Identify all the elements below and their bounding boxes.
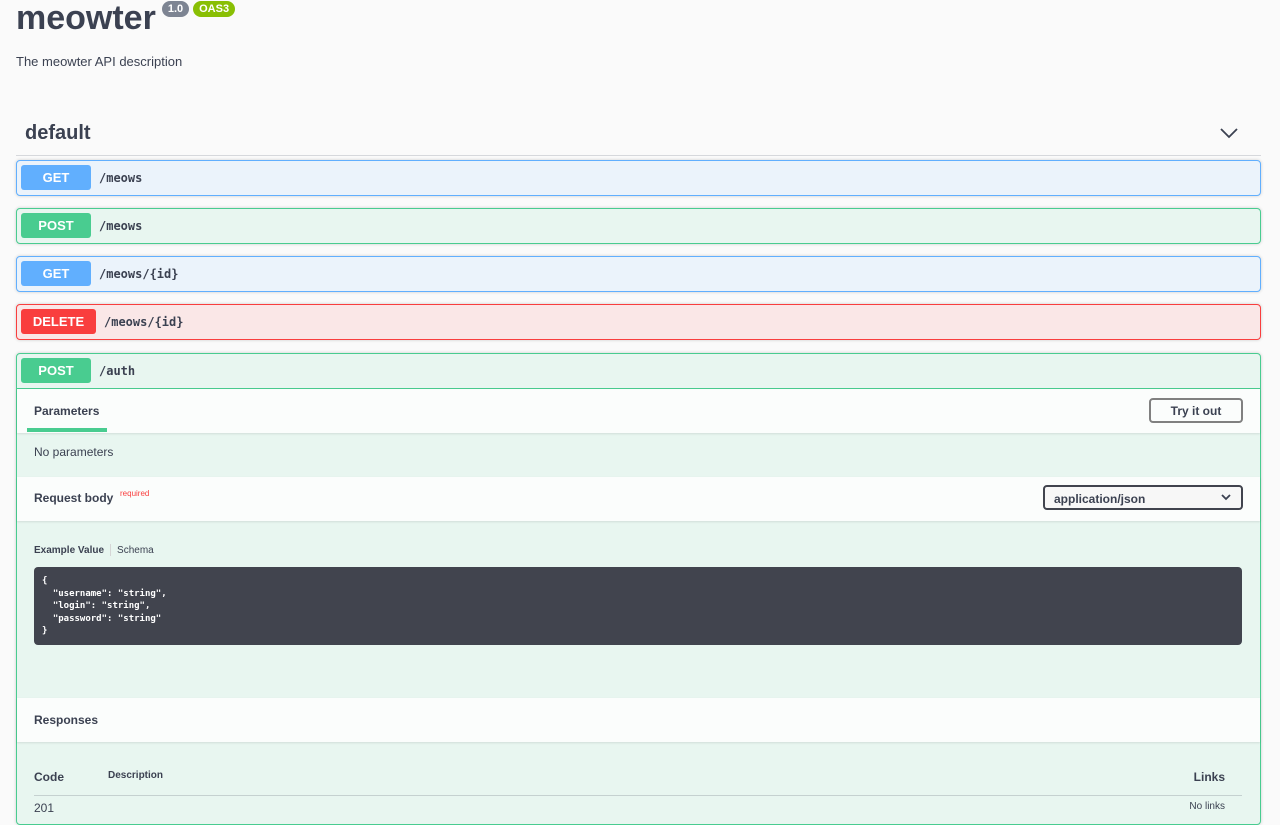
request-body-title: Request body xyxy=(34,491,114,505)
content-type-value: application/json xyxy=(1054,492,1146,506)
responses-header xyxy=(17,698,1260,742)
operation-path: /meows/{id} xyxy=(104,315,184,329)
api-description: The meowter API description xyxy=(16,54,183,69)
operation-get-meow-by-id[interactable]: GET /meows/{id} xyxy=(16,256,1261,292)
tab-parameters[interactable]: Parameters xyxy=(34,404,100,418)
responses-title: Responses xyxy=(34,713,99,727)
info-header: meowter 1.0 OAS3 xyxy=(16,0,236,37)
column-header-description: Description xyxy=(108,770,164,781)
version-badge: 1.0 xyxy=(161,1,190,17)
method-badge: POST xyxy=(21,213,91,238)
operation-get-meows[interactable]: GET /meows xyxy=(16,160,1261,196)
tab-divider xyxy=(110,544,112,556)
parameters-header: Parameters Try it out xyxy=(17,389,1260,433)
method-badge: GET xyxy=(21,165,91,190)
method-badge: DELETE xyxy=(21,309,96,334)
content-type-select[interactable]: application/json xyxy=(1043,485,1243,510)
operation-post-auth: POST /auth Parameters Try it out No para… xyxy=(16,353,1261,825)
tab-schema[interactable]: Schema xyxy=(117,544,154,556)
table-divider xyxy=(34,795,1242,796)
api-title: meowter xyxy=(16,0,156,37)
operation-delete-meow-by-id[interactable]: DELETE /meows/{id} xyxy=(16,304,1261,340)
method-badge: POST xyxy=(21,358,91,383)
operation-post-meows[interactable]: POST /meows xyxy=(16,208,1261,244)
chevron-down-icon[interactable] xyxy=(1219,123,1239,143)
operation-path: /meows xyxy=(99,171,143,185)
tab-example-value[interactable]: Example Value xyxy=(34,544,105,556)
no-parameters-text: No parameters xyxy=(34,445,114,459)
operation-path: /auth xyxy=(99,364,136,378)
tab-active-indicator xyxy=(27,428,107,432)
chevron-down-icon xyxy=(1221,494,1231,501)
operation-summary[interactable]: POST /auth xyxy=(17,354,1260,389)
required-label: required xyxy=(120,489,150,498)
example-code-block: { "username": "string", "login": "string… xyxy=(34,567,1242,645)
operation-path: /meows/{id} xyxy=(99,267,179,281)
oas-badge: OAS3 xyxy=(193,1,236,17)
try-it-out-button[interactable]: Try it out xyxy=(1149,398,1243,423)
column-header-code: Code xyxy=(34,770,64,784)
column-header-links: Links xyxy=(1193,770,1225,784)
response-links: No links xyxy=(1189,801,1225,812)
tag-section-header[interactable]: default xyxy=(16,113,1261,156)
response-code: 201 xyxy=(34,801,55,815)
method-badge: GET xyxy=(21,261,91,286)
tag-name: default xyxy=(25,122,91,144)
example-tabs: Example Value Schema xyxy=(34,544,154,556)
operation-path: /meows xyxy=(99,219,143,233)
